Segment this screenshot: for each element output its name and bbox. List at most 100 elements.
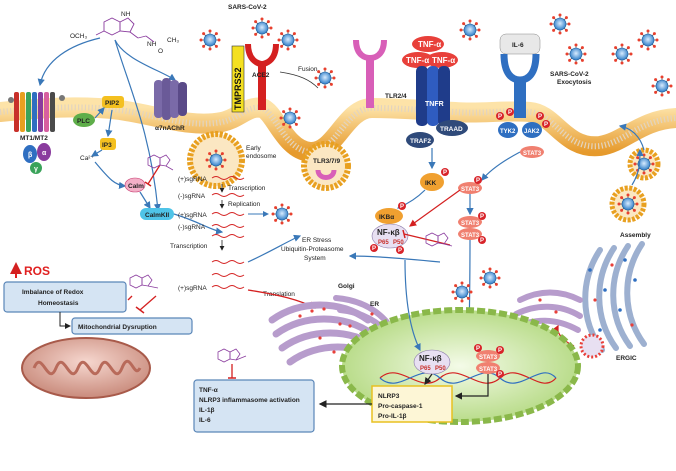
replication-label: Replication [228,201,261,208]
tnf-alpha-1: TNF-α [418,40,441,49]
il6-receptor [499,33,541,118]
virus-er-2 [479,267,501,289]
ikk-protein [420,173,444,191]
pip2-label: PIP2 [105,100,119,107]
virus-top-2 [277,29,299,51]
early-endosome-label-1: Early [246,145,262,152]
nucleus-p65-label: P65 [420,366,431,372]
melatonin-structure-redox [129,274,159,289]
stat3-label-b: STAT3 [461,187,480,193]
traf2-label: TRAF2 [410,138,431,145]
calmkii-label: CalmKII [145,212,169,219]
nucleus-p50-label: P50 [435,366,446,372]
gamma-label: γ [34,166,38,173]
och3-label: OCH₃ [70,33,87,40]
tyk2-protein [498,122,518,138]
nucleus-stat3-2 [476,362,500,374]
ikk-label: IKK [425,180,437,187]
redox-box [3,281,127,313]
nh-ch3-label: NH [147,41,157,48]
calm-label: Calm [128,183,144,190]
virus-top-7 [549,13,571,35]
early-endosome [187,131,245,189]
er-stress-label-3: System [304,255,326,262]
procaspase-label: Pro-caspase-1 [378,403,423,410]
exocytosis-label-1: SARS-CoV-2 [550,71,589,78]
stat3-label-a: STAT3 [523,151,542,157]
translation-label: Translation [263,291,295,298]
ergic-vesicle [579,333,605,359]
nucleus-nfkb-label: NF-κβ [419,354,442,363]
il6-label: IL-6 [512,42,524,49]
out-il6-label: IL-6 [199,417,211,424]
o-label: O [158,48,163,55]
ros-label: ROS [24,264,50,278]
beta-label: β [28,152,33,159]
g-protein [23,143,51,174]
golgi-right-dots [588,258,637,332]
jak2-protein [522,122,542,138]
rna-transcription: (-)sgRNA Transcription (+)sgRNA [170,224,245,292]
exocytosis-label-2: Exocytosis [557,79,592,86]
tnf-alpha-2: TNF-α [406,56,429,65]
golgi-label: Golgi [338,283,355,290]
stat3-protein-d [458,228,482,240]
p50-label: P50 [393,240,404,246]
tlr379-endosome [301,141,351,191]
ip3-label: IP3 [102,142,112,149]
rna-replication: (+)sgRNA (-)sgRNA Transcription Replicat… [178,176,266,219]
tnf-alpha-cluster [402,36,458,68]
virus-fusion [314,67,336,89]
out-tnf-label: TNF-α [199,387,218,394]
virus-top-1 [199,29,221,51]
sgrna-plus-label-3: (+)sgRNA [178,285,207,292]
ikba-label: IKBα [379,214,394,221]
virus-cytoplasm [271,203,293,225]
ch3-label: CH₃ [167,37,179,44]
tlr24-label: TLR2/4 [385,93,407,100]
alpha-label: α [42,150,47,157]
tmprss2-protein [231,45,245,113]
tlr24-receptor [353,39,387,108]
nlrp3-box [371,385,453,423]
calm-molecule [124,177,146,193]
redox-label-2: Homeostasis [38,300,79,307]
fusion-label: Fusion [298,66,318,73]
er-stress-label-1: ER Stress [302,237,332,244]
stat3-protein-c [458,216,482,228]
pip2-box [102,96,124,108]
plc-label: PLC [77,118,90,125]
ip3-box [100,138,116,150]
nucleus-stat3-label-2: STAT3 [479,367,498,373]
transcription-label-2: Transcription [170,243,208,250]
a7nachr-label: α7nAChR [155,125,185,132]
nlrp3-label: NLRP3 [378,393,400,400]
ca-label: Ca²⁺ [80,155,94,162]
assembly-label: Assembly [620,232,651,239]
golgi-right-red-dots [538,263,634,327]
tyk2-label: TYK2 [500,129,516,135]
melatonin-structure-top [95,17,155,43]
calmkii-box [140,208,174,220]
nucleus-stat3-label-1: STAT3 [479,355,498,361]
out-il1-label: IL-1β [199,407,215,414]
sgrna-minus-label-2: (-)sgRNA [178,224,206,231]
virus-membrane [279,107,301,129]
virus-top-5 [611,43,633,65]
traad-label: TRAAD [440,126,463,133]
traad-protein [436,120,468,136]
mt1-mt2-receptor [8,92,65,132]
sgrna-plus-label-2: (+)sgRNA [178,212,207,219]
p65-label: P65 [378,240,389,246]
mito-label: Mitochondrial Dysruption [78,324,157,331]
melatonin-structure-middle [425,232,453,247]
transcription-label: Transcription [228,185,266,192]
ace2-receptor [245,43,279,110]
sgrna-minus-label: (-)sgRNA [178,193,206,200]
nh-label: NH [121,11,131,18]
plc-enzyme [73,113,95,127]
stat3-protein-a [520,146,544,158]
tnfr-label: TNFR [425,101,444,108]
virus-top-6 [637,29,659,51]
a7nachr-receptor [154,78,187,120]
